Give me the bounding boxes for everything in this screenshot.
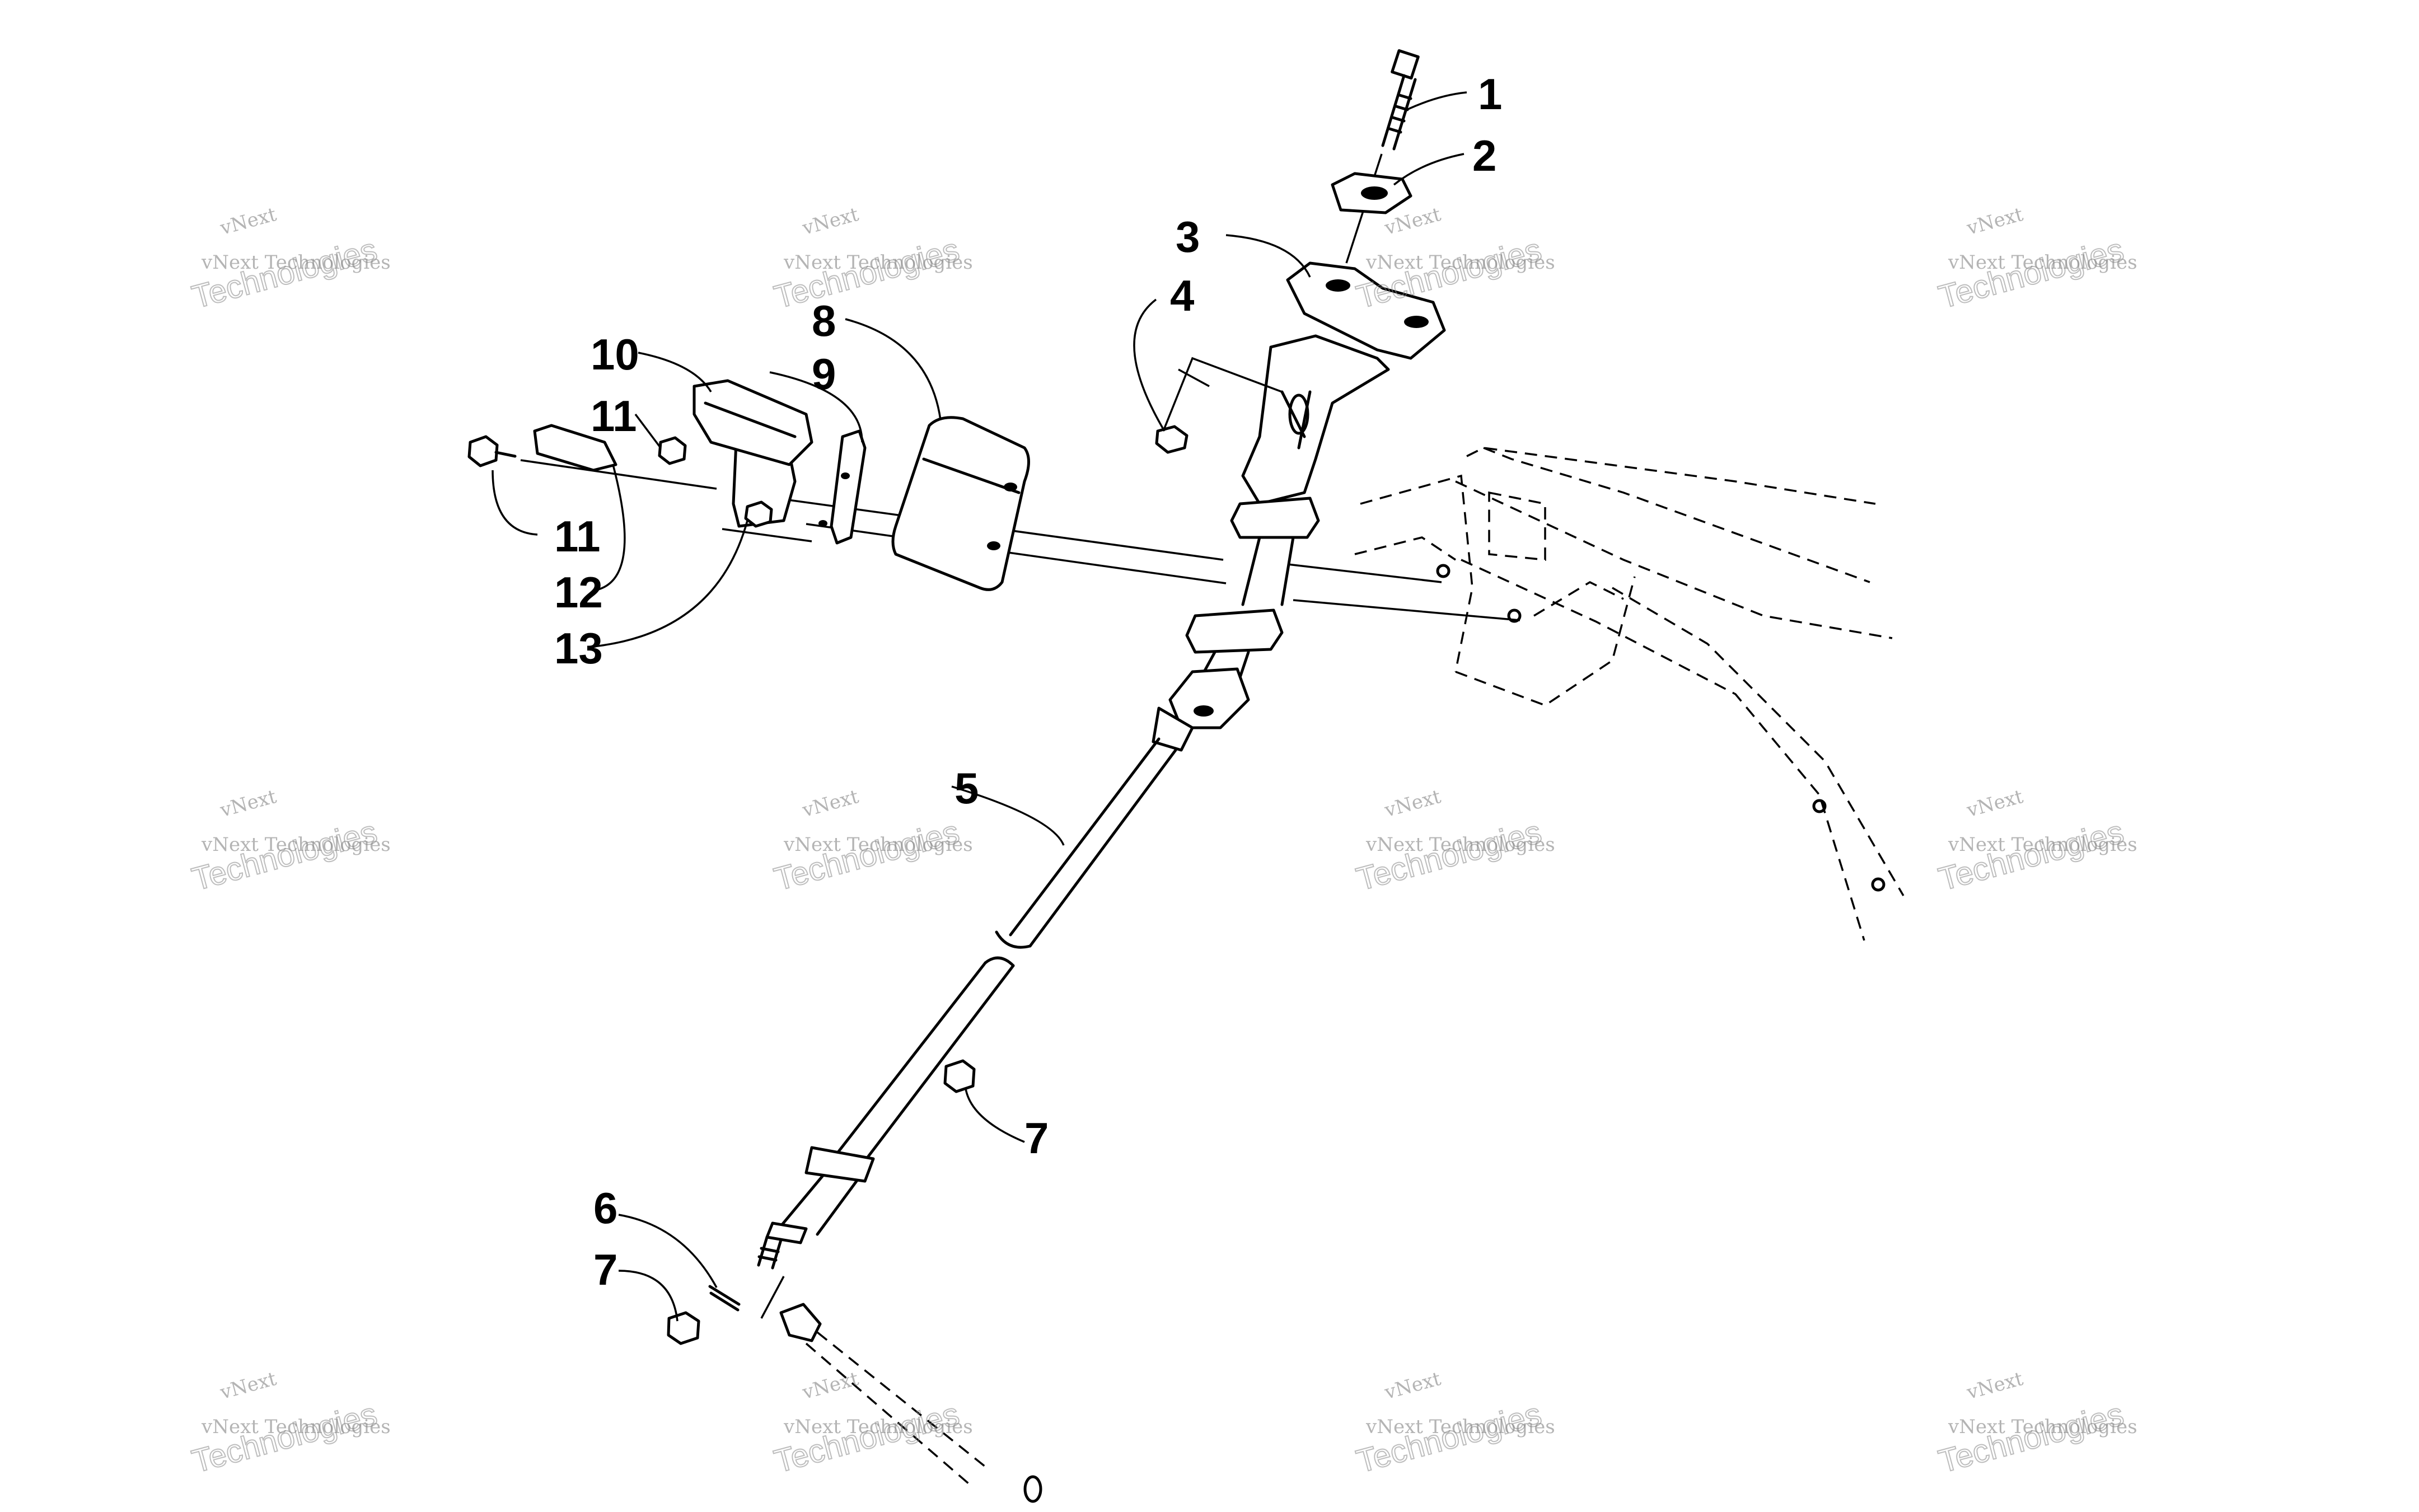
watermark-text: Technologies xyxy=(1935,231,2127,315)
callout-11-right: 11 xyxy=(591,391,637,441)
watermark: vNext vNext Technologies Technologies xyxy=(770,1368,973,1481)
watermark-text: Technologies xyxy=(188,231,381,315)
watermark-text: vNext xyxy=(217,1368,279,1404)
tie-rod-end xyxy=(779,1303,1042,1503)
washer-part-6 xyxy=(708,1285,741,1312)
callout-11-left: 11 xyxy=(554,512,600,561)
watermark-text: vNext Technologies xyxy=(201,251,391,274)
watermark-text: vNext xyxy=(1964,785,2025,822)
leader-lines xyxy=(492,91,1467,1322)
callout-6: 6 xyxy=(593,1183,617,1233)
watermark-text: vNext xyxy=(799,203,861,240)
callout-8: 8 xyxy=(812,296,836,345)
watermark: vNext vNext Technologies Technologies xyxy=(1352,785,1555,898)
watermark-text: Technologies xyxy=(1353,1396,1545,1480)
watermark-text: vNext xyxy=(217,785,279,822)
watermark-text: vNext Technologies xyxy=(1365,251,1555,274)
bracket-part-10 xyxy=(693,379,813,466)
handlebar-cover-part-8 xyxy=(891,416,1030,591)
watermark-text: vNext xyxy=(1964,1368,2025,1404)
watermark-text: vNext Technologies xyxy=(1948,834,2137,856)
callout-3: 3 xyxy=(1176,212,1200,261)
callout-5: 5 xyxy=(955,764,979,813)
watermark-text: Technologies xyxy=(188,813,381,897)
steering-post-housing xyxy=(1185,334,1390,687)
watermark-text: vNext Technologies xyxy=(1948,251,2137,274)
callout-1: 1 xyxy=(1478,69,1502,119)
watermark: vNext vNext Technologies Technologies xyxy=(1352,203,1555,316)
watermark-text: Technologies xyxy=(1935,1396,2127,1480)
watermark-text: vNext xyxy=(1382,1368,1443,1404)
watermark-text: Technologies xyxy=(770,813,963,897)
callout-labels: 1 2 3 4 5 6 7 7 8 9 10 11 11 12 13 xyxy=(554,69,1502,1294)
nut-part-4 xyxy=(1155,425,1189,454)
callout-12: 12 xyxy=(554,568,603,617)
watermark-text: vNext Technologies xyxy=(1365,1416,1555,1438)
watermark: vNext vNext Technologies Technologies xyxy=(1934,1368,2137,1481)
watermark-text: vNext xyxy=(217,203,279,240)
watermark-text: Technologies xyxy=(1935,813,2127,897)
watermark-text: vNext Technologies xyxy=(1365,834,1555,856)
steering-shaft-part-5 xyxy=(757,737,1177,1270)
watermark: vNext vNext Technologies Technologies xyxy=(188,785,390,898)
watermark: vNext vNext Technologies Technologies xyxy=(770,203,972,316)
watermark: vNext vNext Technologies Technologies xyxy=(1934,203,2137,316)
watermark-text: Technologies xyxy=(1353,813,1545,897)
watermark-text: vNext xyxy=(799,1368,861,1404)
watermark-text: Technologies xyxy=(1353,231,1545,315)
watermark: vNext vNext Technologies Technologies xyxy=(770,785,972,898)
watermark-text: vNext xyxy=(1382,785,1443,822)
watermark-text: vNext Technologies xyxy=(201,834,391,856)
watermark-text: vNext Technologies xyxy=(201,1416,391,1438)
watermark-text: vNext Technologies xyxy=(783,1416,973,1438)
watermark-text: vNext xyxy=(799,785,861,822)
watermark-text: vNext xyxy=(1964,203,2025,240)
nut-part-7-upper xyxy=(943,1059,976,1093)
watermark: vNext vNext Technologies Technologies xyxy=(1934,785,2137,898)
callout-13: 13 xyxy=(554,624,603,673)
vehicle-frame xyxy=(1354,447,1905,941)
clip-part-12 xyxy=(533,424,617,472)
watermark-text: Technologies xyxy=(770,231,963,315)
watermark: vNext vNext Technologies Technologies xyxy=(1352,1368,1555,1481)
watermark: vNext vNext Technologies Technologies xyxy=(188,1368,391,1481)
nut-part-7-lower xyxy=(667,1311,700,1345)
callout-9: 9 xyxy=(812,349,836,399)
watermark-text: vNext Technologies xyxy=(783,834,973,856)
watermark: vNext vNext Technologies Technologies xyxy=(188,203,390,316)
upper-clamp-part-2 xyxy=(1331,172,1412,214)
watermarks: vNext vNext Technologies Technologies vN… xyxy=(188,203,2137,1481)
callout-2: 2 xyxy=(1472,131,1496,180)
steering-column xyxy=(1152,49,1446,752)
callout-4: 4 xyxy=(1170,271,1194,320)
bolt-part-1 xyxy=(1381,49,1420,151)
watermark-text: vNext Technologies xyxy=(783,251,973,274)
bolt-part-11-left xyxy=(467,435,517,467)
callout-7-upper: 7 xyxy=(1024,1113,1049,1163)
watermark-text: vNext Technologies xyxy=(1948,1416,2137,1438)
callout-10: 10 xyxy=(591,330,639,379)
lower-clamp-part-3 xyxy=(1286,261,1446,360)
watermark-text: Technologies xyxy=(188,1396,381,1480)
callout-7-lower: 7 xyxy=(593,1245,617,1294)
watermark-text: Technologies xyxy=(770,1396,963,1480)
bolt-part-11-right xyxy=(658,436,687,465)
bolt-part-13 xyxy=(744,500,773,528)
universal-joint xyxy=(1152,667,1250,752)
